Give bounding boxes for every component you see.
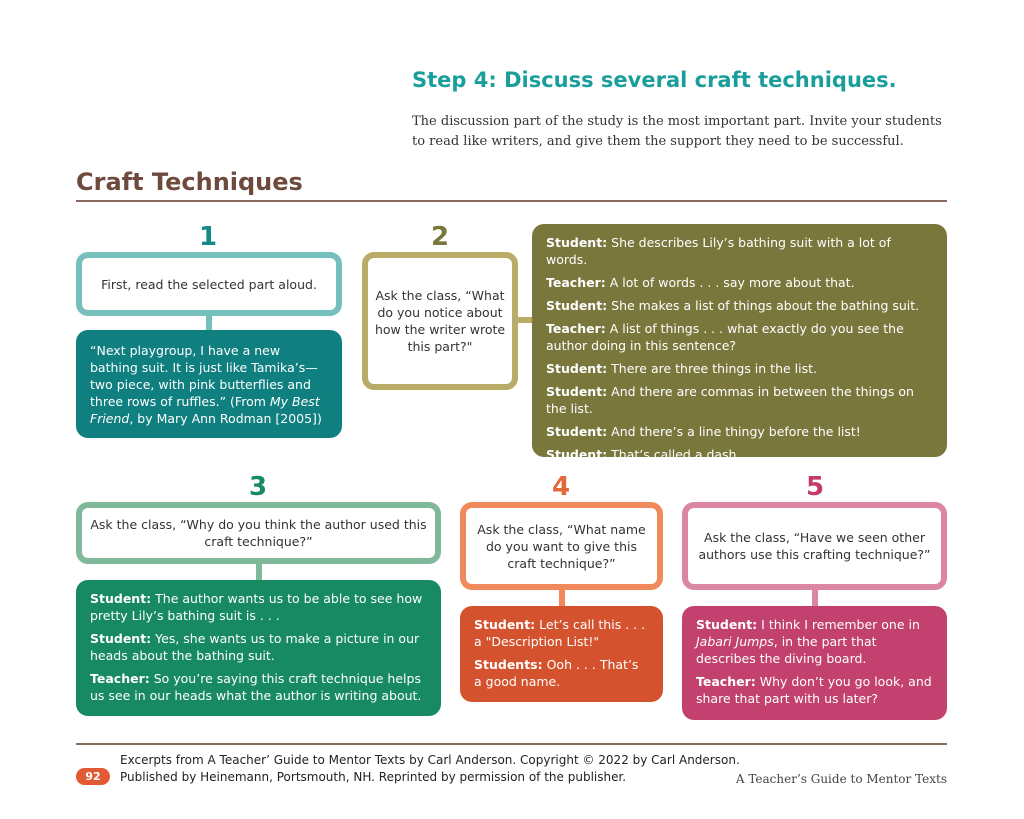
connector	[206, 316, 212, 330]
section-heading: Craft Techniques	[76, 168, 303, 196]
dialogue-line: Teacher: A list of things . . . what exa…	[546, 320, 933, 354]
dialogue-line: Student: She describes Lily’s bathing su…	[546, 234, 933, 268]
line-text: That’s called a dash.	[607, 447, 741, 462]
quote-citation: , by Mary Ann Rodman [2005])	[129, 411, 322, 426]
step-3-dialogue: Student: The author wants us to be able …	[76, 580, 441, 716]
line-text: Let’s call this . . . a "Description Lis…	[474, 617, 646, 649]
connector	[518, 317, 532, 323]
speaker: Student:	[90, 591, 152, 606]
step-5-prompt: Ask the class, “Have we seen other autho…	[682, 502, 947, 590]
dialogue-line: Student: The author wants us to be able …	[90, 590, 427, 624]
line-text: And there are commas in between the thin…	[546, 384, 914, 416]
speaker: Student:	[90, 631, 152, 646]
dialogue-line: Teacher: A lot of words . . . say more a…	[546, 274, 933, 291]
dialogue-line: Student: That’s called a dash.	[546, 446, 933, 463]
credit-line: Excerpts from A Teacher’ Guide to Mentor…	[120, 753, 740, 767]
dialogue-line: Student: And there are commas in between…	[546, 383, 933, 417]
speaker: Teacher:	[546, 275, 606, 290]
speaker: Student:	[546, 298, 608, 313]
speaker: Students:	[474, 657, 543, 672]
line-text: Yes, she wants us to make a picture in o…	[90, 631, 420, 663]
step-3-prompt: Ask the class, “Why do you think the aut…	[76, 502, 441, 564]
dialogue-line: Student: And there’s a line thingy befor…	[546, 423, 933, 440]
dialogue-line: Student: I think I remember one in Jabar…	[696, 616, 933, 667]
step-number-2: 2	[430, 222, 450, 252]
line-text: Ooh . . . That’s a good name.	[474, 657, 639, 689]
speaker: Teacher:	[696, 674, 756, 689]
divider	[76, 200, 947, 202]
line-text: , in the part that describes the diving …	[696, 634, 877, 666]
line-text: She describes Lily’s bathing suit with a…	[546, 235, 891, 267]
dialogue-line: Student: Let’s call this . . . a "Descri…	[474, 616, 649, 650]
step-5-dialogue: Student: I think I remember one in Jabar…	[682, 606, 947, 720]
speaker: Student:	[546, 235, 608, 250]
intro-paragraph: The discussion part of the study is the …	[412, 114, 942, 149]
line-text: There are three things in the list.	[607, 361, 817, 376]
dialogue-line: Student: Yes, she wants us to make a pic…	[90, 630, 427, 664]
line-text: The author wants us to be able to see ho…	[90, 591, 423, 623]
line-text: A lot of words . . . say more about that…	[605, 275, 855, 290]
speaker: Student:	[546, 361, 608, 376]
step-2-dialogue: Student: She describes Lily’s bathing su…	[532, 224, 947, 462]
connector	[812, 590, 818, 606]
line-text: She makes a list of things about the bat…	[607, 298, 920, 313]
step-1-quote: “Next playgroup, I have a new bathing su…	[76, 330, 342, 438]
speaker: Teacher:	[90, 671, 150, 686]
step-4-prompt: Ask the class, “What name do you want to…	[460, 502, 663, 590]
speaker: Teacher:	[546, 321, 606, 336]
line-text: And there’s a line thingy before the lis…	[607, 424, 861, 439]
speaker: Student:	[474, 617, 536, 632]
running-footer-title: A Teacher’s Guide to Mentor Texts	[735, 772, 947, 786]
line-text: I think I remember one in	[757, 617, 920, 632]
step-number-5: 5	[805, 472, 825, 502]
dialogue-line: Student: There are three things in the l…	[546, 360, 933, 377]
step-number-1: 1	[198, 222, 218, 252]
connector	[256, 564, 262, 580]
step-number-4: 4	[551, 472, 571, 502]
line-text: A list of things . . . what exactly do y…	[546, 321, 904, 353]
step-title: Step 4: Discuss several craft techniques…	[412, 68, 897, 92]
credit-line: Published by Heinemann, Portsmouth, NH. …	[120, 770, 627, 784]
book-title: My Best Friend	[90, 394, 320, 426]
dialogue-line: Teacher: Why don’t you go look, and shar…	[696, 673, 933, 707]
dialogue-line: Students: Ooh . . . That’s a good name.	[474, 656, 649, 690]
step-2-prompt: Ask the class, “What do you notice about…	[362, 252, 518, 390]
footer-divider	[76, 743, 947, 745]
dialogue-line: Teacher: So you’re saying this craft tec…	[90, 670, 427, 704]
connector	[559, 590, 565, 606]
line-text: Why don’t you go look, and share that pa…	[696, 674, 932, 706]
page-number: 92	[76, 768, 110, 785]
speaker: Student:	[546, 424, 608, 439]
speaker: Student:	[546, 447, 608, 462]
speaker: Student:	[546, 384, 608, 399]
book-title: Jabari Jumps	[696, 634, 774, 649]
quote-text: “Next playgroup, I have a new bathing su…	[90, 343, 318, 409]
footer-credits: Excerpts from A Teacher’ Guide to Mentor…	[120, 752, 740, 786]
line-text: So you’re saying this craft technique he…	[90, 671, 422, 703]
speaker: Student:	[696, 617, 758, 632]
step-1-prompt: First, read the selected part aloud.	[76, 252, 342, 316]
step-4-dialogue: Student: Let’s call this . . . a "Descri…	[460, 606, 663, 702]
dialogue-line: Student: She makes a list of things abou…	[546, 297, 933, 314]
step-number-3: 3	[248, 472, 268, 502]
